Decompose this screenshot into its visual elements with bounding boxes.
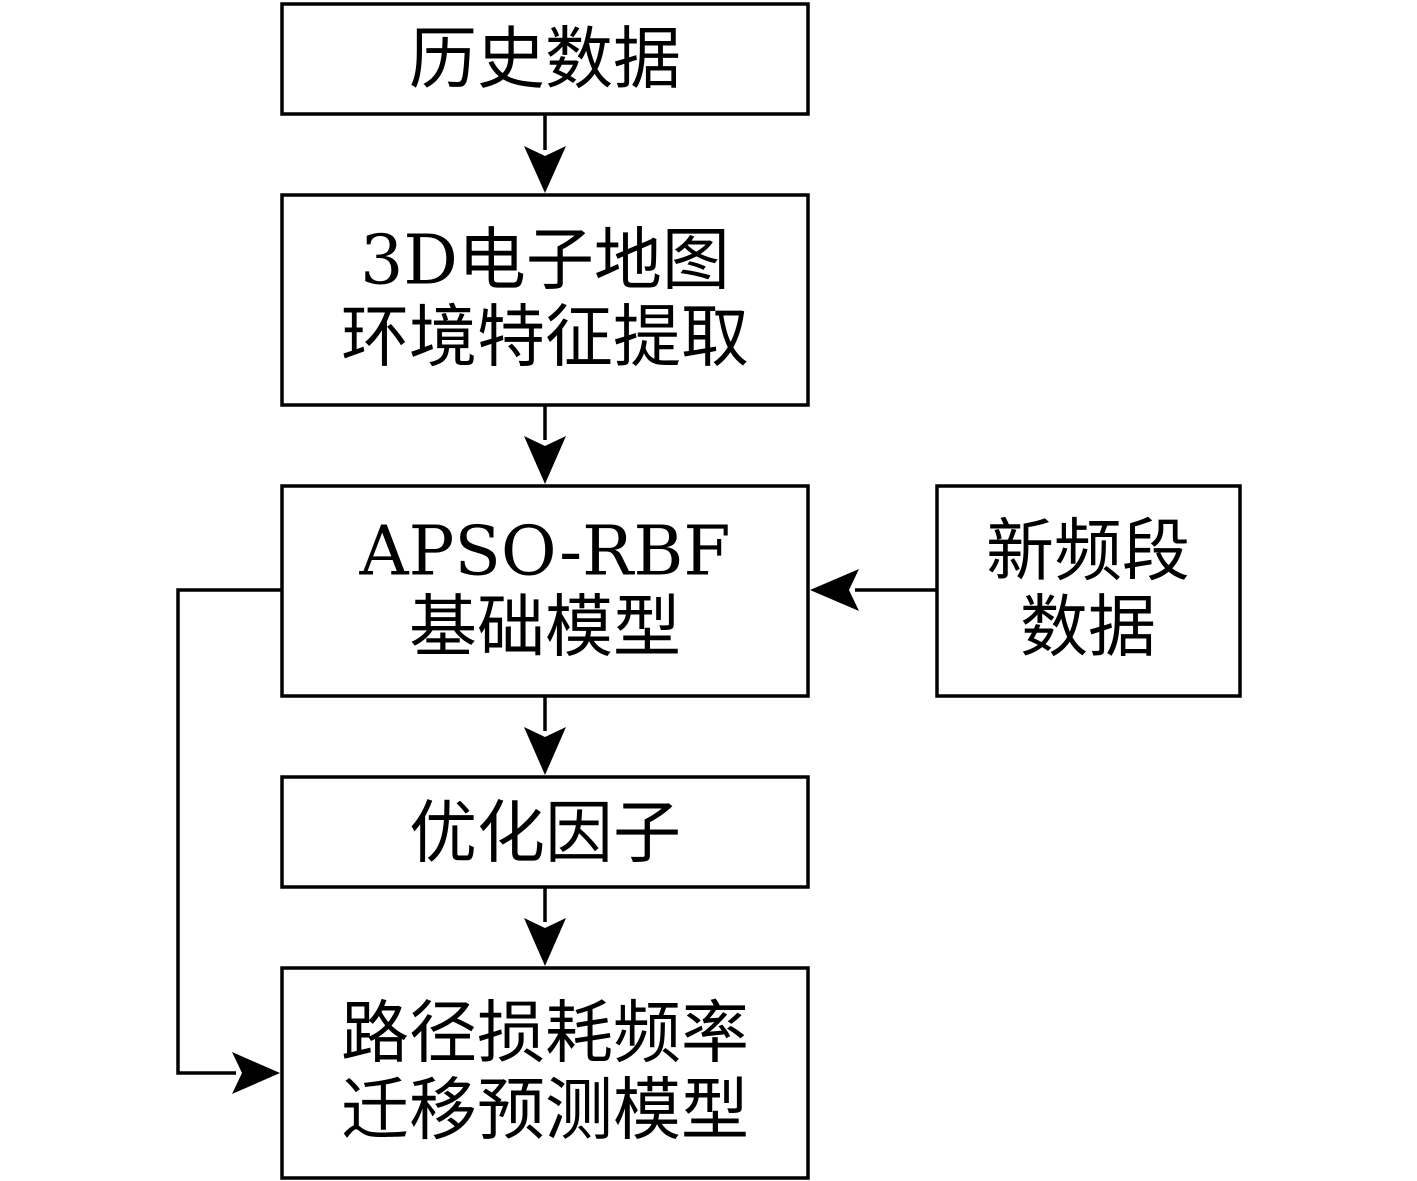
base-model-box: APSO-RBF 基础模型 [280, 484, 810, 698]
optimization-factor-box: 优化因子 [280, 775, 810, 889]
arrow-new-band-to-base-model [810, 569, 937, 611]
arrow-base-model-to-factor [524, 696, 566, 775]
new-band-data-box: 新频段 数据 [935, 484, 1242, 698]
arrow-history-to-feature [524, 114, 566, 193]
new-band-data-label-line1: 新频段 [986, 513, 1190, 592]
base-model-label-line1: APSO-RBF [358, 513, 730, 592]
transfer-model-label-line1: 路径损耗频率 [341, 995, 749, 1074]
transfer-model-box: 路径损耗频率 迁移预测模型 [280, 966, 810, 1180]
history-data-box: 历史数据 [280, 2, 810, 116]
arrow-base-model-bypass-to-transfer-model [176, 588, 282, 1094]
transfer-model-label-line2: 迁移预测模型 [341, 1072, 749, 1151]
arrow-feature-to-base-model [524, 405, 566, 484]
history-data-label: 历史数据 [409, 21, 681, 100]
new-band-data-label-line2: 数据 [1020, 589, 1156, 668]
optimization-factor-label: 优化因子 [409, 795, 681, 874]
feature-extraction-label-line1: 3D电子地图 [360, 222, 730, 301]
feature-extraction-label-line2: 环境特征提取 [341, 299, 749, 378]
arrow-factor-to-transfer-model [524, 887, 566, 966]
feature-extraction-box: 3D电子地图 环境特征提取 [280, 193, 810, 407]
base-model-label-line2: 基础模型 [409, 589, 681, 668]
